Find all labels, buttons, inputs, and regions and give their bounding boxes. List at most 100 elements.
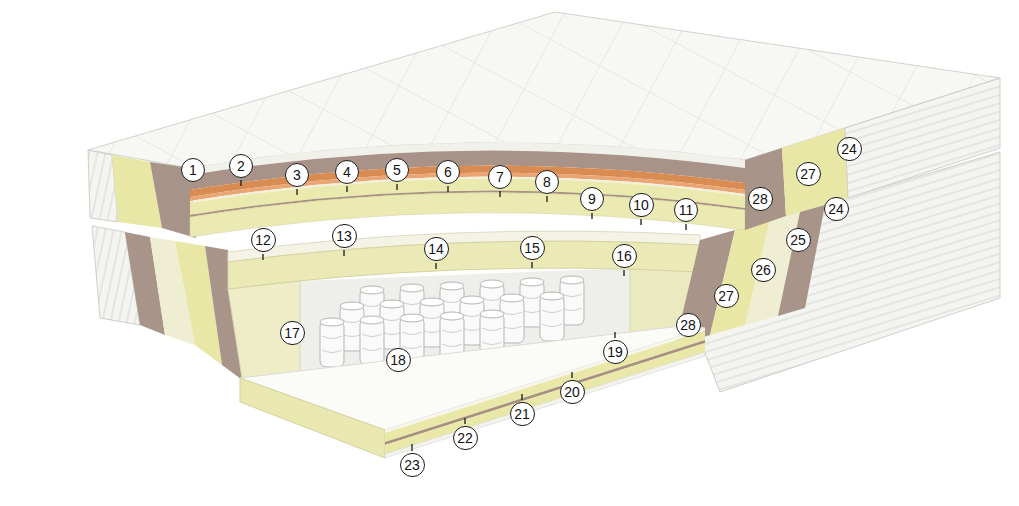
callout-circle: 11: [674, 198, 698, 222]
callout-number: 10: [633, 198, 649, 212]
spring: [540, 292, 564, 341]
leader-line: [296, 189, 297, 195]
callout-number: 11: [679, 203, 694, 217]
base-layer: [385, 340, 705, 445]
callout-number: 15: [524, 241, 540, 255]
callout-circle: 28: [748, 187, 773, 211]
base-layer: [385, 331, 705, 442]
callout-number: 12: [255, 233, 271, 247]
leader-line: [343, 250, 344, 256]
callout-number: 27: [718, 289, 734, 303]
callout-circle: 13: [332, 224, 357, 248]
callout-number: 1: [189, 163, 197, 177]
leader-line: [464, 418, 465, 424]
callout-number: 14: [428, 242, 444, 256]
callout-circle: 2: [229, 154, 253, 178]
leader-line: [571, 372, 572, 378]
callout-number: 3: [293, 168, 301, 182]
leader-line: [623, 270, 624, 276]
callout-number: 9: [588, 192, 596, 206]
callout-number: 26: [755, 263, 771, 277]
leader-line: [614, 332, 615, 338]
layer: [190, 193, 745, 237]
leader-line: [240, 180, 241, 186]
base-layer: [385, 328, 705, 433]
callout-circle: 14: [424, 237, 449, 261]
callout-number: 23: [404, 458, 420, 472]
callout-circle: 5: [385, 158, 409, 182]
callout-number: 28: [752, 192, 768, 206]
callout-circle: 17: [280, 321, 305, 345]
callout-number: 7: [496, 170, 504, 184]
callout-circle: 8: [535, 170, 559, 194]
callout-circle: 24: [824, 197, 849, 221]
callout-circle: 20: [560, 380, 585, 404]
callout-circle: 26: [751, 258, 776, 282]
callout-circle: 6: [436, 160, 460, 184]
leader-line: [396, 184, 397, 190]
side-foam: [228, 281, 300, 378]
leader-line: [411, 444, 412, 451]
side-face: [845, 78, 1000, 198]
callout-circle: 10: [629, 193, 654, 217]
leader-line: [447, 186, 448, 192]
callout-circle: 21: [510, 402, 535, 426]
leader-line: [262, 254, 263, 260]
callout-number: 4: [343, 165, 351, 179]
callout-circle: 16: [612, 244, 637, 268]
base-side: [240, 378, 385, 458]
callout-number: 18: [390, 353, 406, 367]
callout-number: 8: [543, 175, 551, 189]
callout-number: 21: [514, 407, 530, 421]
topper-layers: [190, 151, 745, 237]
leader-line: [685, 224, 686, 230]
callout-circle: 4: [335, 160, 359, 184]
callout-number: 16: [616, 249, 632, 263]
edge-strip: [778, 205, 825, 316]
callout-number: 13: [336, 229, 352, 243]
edge-strip: [745, 148, 786, 230]
leader-line: [591, 213, 592, 219]
callout-circle: 12: [251, 228, 276, 252]
callout-number: 2: [237, 159, 245, 173]
spring: [360, 316, 384, 365]
callout-circle: 27: [714, 284, 739, 308]
leader-line: [346, 186, 347, 192]
leader-line: [499, 191, 500, 197]
callout-circle: 19: [603, 340, 628, 364]
callout-number: 6: [444, 165, 452, 179]
callout-circle: 27: [796, 162, 821, 186]
callout-number: 19: [607, 345, 623, 359]
callout-circle: 9: [580, 187, 604, 211]
left-edge-strips: [92, 226, 245, 382]
callout-number: 17: [284, 326, 300, 340]
callout-number: 24: [841, 142, 857, 156]
edge-strip: [782, 128, 848, 216]
callout-circle: 24: [837, 137, 862, 161]
callout-circle: 3: [285, 163, 309, 187]
callout-number: 5: [393, 163, 401, 177]
callout-number: 24: [828, 202, 844, 216]
base-front: [385, 328, 705, 458]
base-layer: [385, 343, 705, 454]
callout-circle: 22: [453, 426, 478, 450]
edge-strip: [150, 162, 196, 238]
callout-circle: 15: [520, 236, 545, 260]
callout-number: 20: [564, 385, 580, 399]
callout-number: 28: [680, 318, 696, 332]
leader-line: [546, 196, 547, 202]
callout-circle: 25: [786, 228, 811, 252]
callout-number: 25: [790, 233, 806, 247]
leader-line: [531, 262, 532, 268]
leader-ticks: [241, 180, 686, 451]
leader-line: [521, 394, 522, 400]
base-layer: [385, 352, 705, 458]
callout-circle: 7: [488, 165, 512, 189]
callout-circle: 23: [400, 453, 425, 477]
foam-layer: [228, 241, 700, 289]
callout-number: 27: [800, 167, 816, 181]
callout-number: 22: [457, 431, 473, 445]
leader-line: [435, 263, 436, 269]
